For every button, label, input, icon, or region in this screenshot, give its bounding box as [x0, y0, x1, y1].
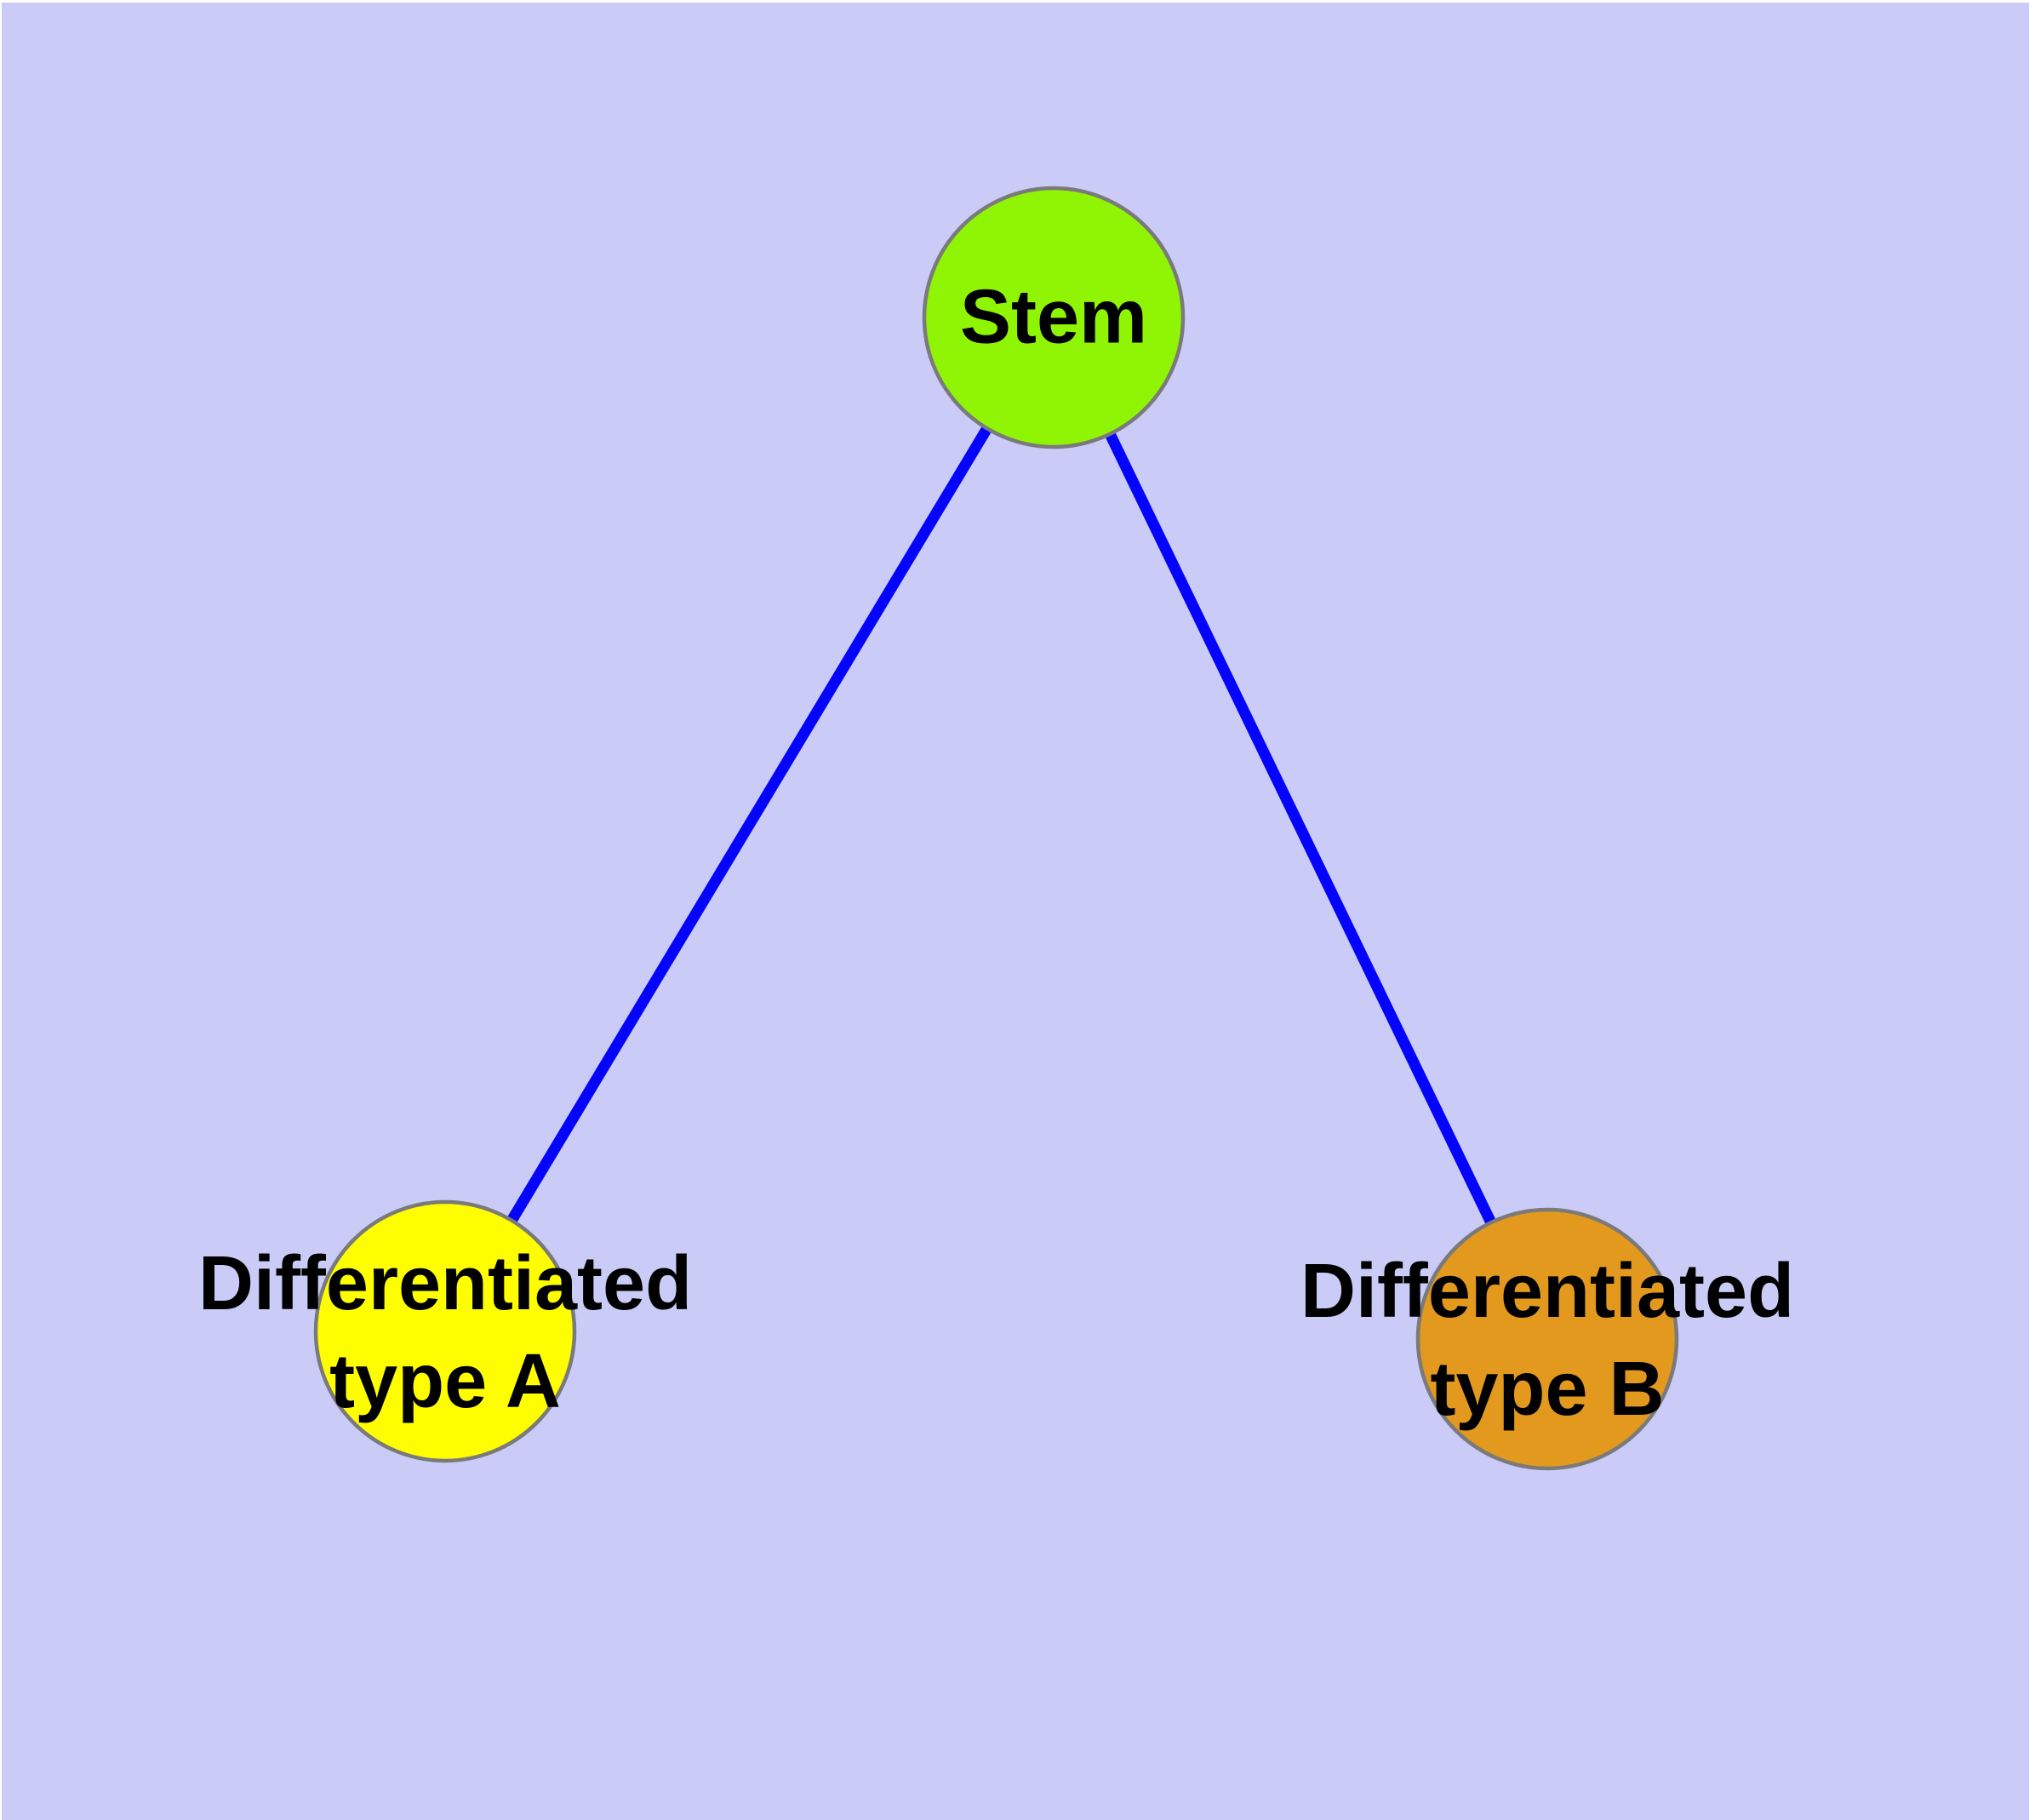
node-stem: [922, 186, 1186, 449]
edge-stem-to-type-b: [1049, 315, 1552, 1342]
edge-stem-to-type-a: [440, 314, 1059, 1335]
node-label-stem: Stem: [959, 274, 1148, 360]
node-differentiated-type-a: [313, 1199, 577, 1463]
node-label-differentiated-type-b: Differentiated type B: [1300, 1249, 1795, 1432]
node-label-differentiated-type-a: Differentiated type A: [197, 1241, 693, 1424]
node-differentiated-type-b: [1415, 1207, 1679, 1471]
